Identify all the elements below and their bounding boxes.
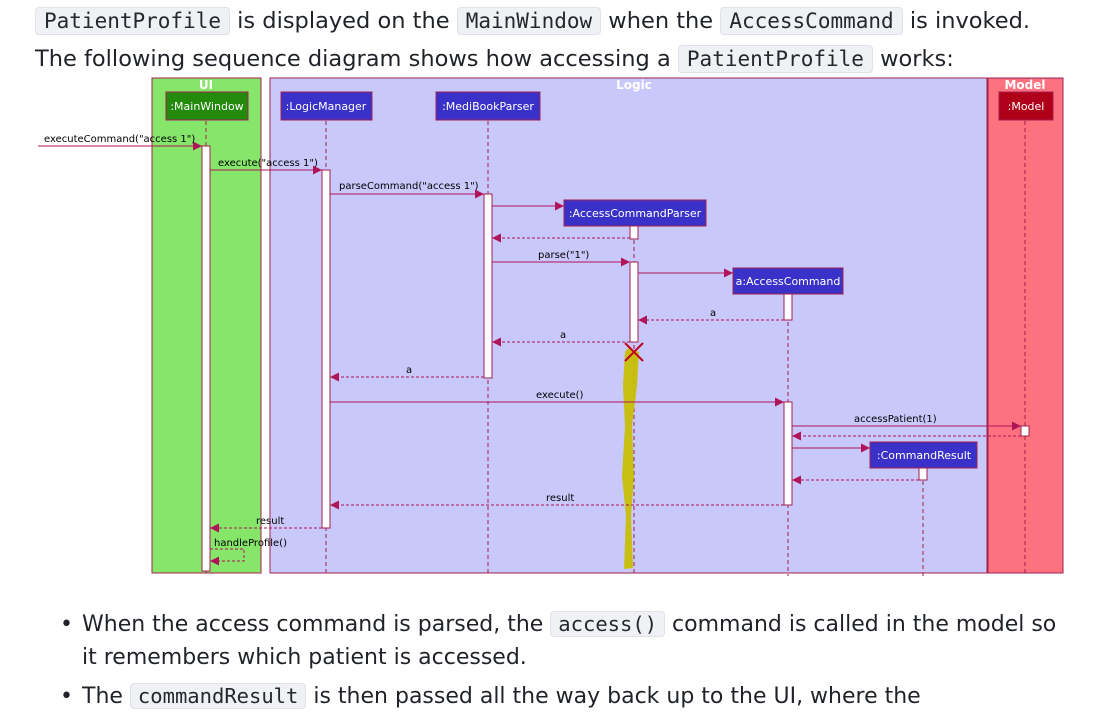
participant-command-result <box>869 441 978 469</box>
label-execute2: execute() <box>536 390 584 401</box>
activation-command-result <box>918 467 928 481</box>
inline-code: PatientProfile <box>677 45 873 73</box>
label-execute-command: executeCommand("access 1") <box>44 134 195 145</box>
label-a3: a <box>406 365 412 376</box>
participant-main-window <box>165 91 249 121</box>
participant-command-result-label: :CommandResult <box>877 449 972 462</box>
inline-code: commandResult <box>129 683 307 709</box>
participant-model-label: :Model <box>1008 100 1045 113</box>
inline-code: access() <box>550 611 666 637</box>
activation-access-parser-2 <box>629 261 639 343</box>
label-parse-command: parseCommand("access 1") <box>339 181 479 192</box>
highlight-mark <box>622 348 639 569</box>
participant-parser-label: :MediBookParser <box>442 100 534 113</box>
arrow-handle-profile <box>210 548 245 566</box>
bullet-text: is then passed all the way back up to th… <box>306 684 921 709</box>
intro-line-2: The following sequence diagram shows how… <box>35 44 954 74</box>
logic-box-label: Logic <box>616 78 652 92</box>
list-item: When the access command is parsed, the a… <box>60 608 1072 674</box>
activation-access-command-1 <box>783 293 793 321</box>
activation-main-window <box>201 145 211 572</box>
inline-code: MainWindow <box>456 7 602 35</box>
intro-line-1: PatientProfile is displayed on the MainW… <box>35 6 1030 36</box>
participant-access-parser-label: :AccessCommandParser <box>569 207 702 220</box>
list-item: The commandResult is then passed all the… <box>60 680 1072 713</box>
model-box-label: Model <box>1004 78 1045 92</box>
bullet-text: The <box>82 684 130 709</box>
intro-text: when the <box>601 8 721 34</box>
participant-access-command <box>732 267 844 295</box>
inline-code: PatientProfile <box>35 7 231 35</box>
sequence-diagram: UI Logic Model :MainWindow :LogicManager… <box>36 76 1066 586</box>
intro-text: is displayed on the <box>230 8 457 34</box>
participant-access-command-label: a:AccessCommand <box>736 275 841 288</box>
intro-text: works: <box>872 46 954 72</box>
activation-access-parser-1 <box>629 225 639 240</box>
participant-main-window-label: :MainWindow <box>170 100 243 113</box>
label-handle-profile: handleProfile() <box>214 538 287 549</box>
participant-parser <box>435 91 541 121</box>
label-parse: parse("1") <box>538 250 589 261</box>
bullet-text: When the access command is parsed, the <box>82 612 551 637</box>
inline-code: AccessCommand <box>720 7 903 35</box>
bullet-text: command is called in the model so it rem… <box>82 612 1057 670</box>
activation-model <box>1020 425 1030 437</box>
label-result1: result <box>546 493 574 504</box>
bullet-list: When the access command is parsed, the a… <box>60 608 1072 713</box>
activation-logic-manager <box>321 169 331 529</box>
label-a1: a <box>710 308 716 319</box>
activation-parser <box>483 193 493 379</box>
participant-logic-manager <box>280 91 373 121</box>
participant-access-parser <box>563 199 707 227</box>
participant-logic-manager-label: :LogicManager <box>286 100 367 113</box>
label-result2: result <box>256 516 284 527</box>
label-execute: execute("access 1") <box>218 158 318 169</box>
intro-text: The following sequence diagram shows how… <box>35 46 678 72</box>
label-access-patient: accessPatient(1) <box>854 414 937 425</box>
ui-box-label: UI <box>199 78 213 92</box>
destroy-mark <box>624 342 644 362</box>
label-a2: a <box>560 330 566 341</box>
activation-access-command-2 <box>783 401 793 506</box>
participant-model <box>998 91 1054 121</box>
intro-text: is invoked. <box>902 8 1031 34</box>
